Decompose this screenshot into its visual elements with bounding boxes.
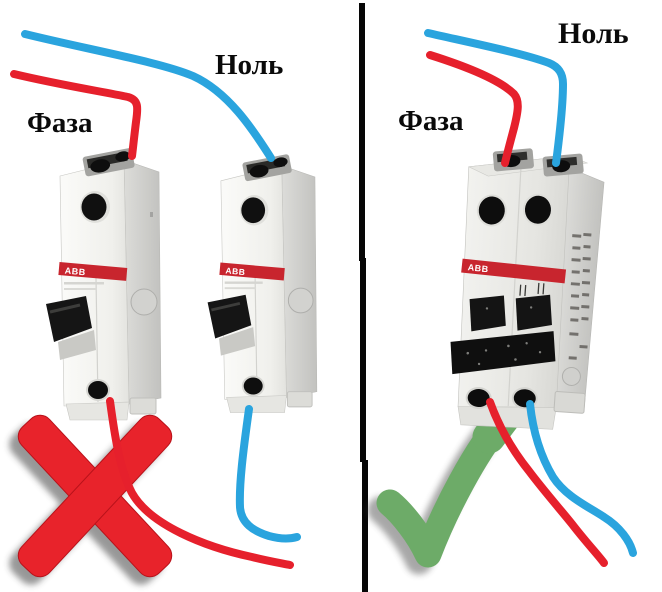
wrong-cross-bars [17, 414, 173, 578]
toggle-tie-bar [450, 331, 556, 375]
neutral-wire-in-left [21, 30, 275, 162]
breaker-double: ABB [450, 148, 605, 430]
label-neutral-right: Ноль [558, 17, 629, 50]
brand-label: ABB [225, 265, 246, 277]
phase-wire-in-left [10, 70, 142, 160]
brand-band: ABB [461, 258, 567, 284]
din-clip [129, 397, 157, 415]
brand-label: ABB [467, 262, 489, 274]
top-terminal [242, 154, 292, 182]
divider-segment [359, 3, 365, 261]
terminal-screw [115, 151, 131, 162]
phase-wire-out-left [106, 397, 294, 569]
label-phase-left: Фаза [27, 107, 93, 139]
breaker-side-panel [123, 159, 162, 405]
top-terminal-left [492, 148, 534, 172]
bottom-cap [65, 401, 130, 421]
brand-label: ABB [64, 266, 86, 278]
toggle-lever-left [469, 295, 506, 332]
toggle-lever-right [515, 294, 552, 331]
mounting-hole [241, 197, 266, 224]
face-seam [254, 277, 258, 396]
divider-segment [362, 460, 368, 592]
neutral-wire-out-right [526, 400, 637, 557]
din-clip [286, 391, 313, 408]
toggle-base [58, 330, 96, 360]
neutral-wire-out-left [235, 405, 301, 543]
top-terminal-right [542, 153, 584, 177]
terminal-screw [90, 159, 111, 173]
mounting-hole [478, 196, 505, 225]
spec-line [224, 287, 257, 290]
side-mark [150, 212, 153, 217]
toggle-base [219, 327, 256, 356]
mounting-hole [81, 193, 107, 221]
breaker-side-panel [281, 165, 318, 398]
bottom-hole [88, 381, 108, 399]
bottom-hole [243, 377, 263, 395]
side-knockout [561, 366, 581, 386]
toggle-speckles [466, 306, 542, 366]
bottom-cap [226, 395, 287, 413]
correct-check-icon [367, 399, 522, 575]
phase-wire-out-right [486, 398, 608, 567]
divider-line [359, 3, 368, 592]
divider-segment [360, 258, 366, 462]
phase-wire-in-right [426, 51, 522, 167]
side-label-text [568, 232, 592, 360]
label-phase-right: Фаза [398, 105, 464, 137]
toggle-highlight [211, 301, 241, 312]
brand-band: ABB [58, 262, 128, 281]
wrong-cross-icon [9, 414, 173, 585]
toggle-lever [46, 296, 92, 342]
brand-band: ABB [219, 262, 285, 281]
spec-line [64, 282, 104, 285]
top-terminal [82, 148, 135, 177]
spec-line [64, 288, 97, 290]
neutral-wire-in-right [424, 29, 568, 167]
side-knockout [287, 287, 314, 314]
toggle-lever [207, 294, 252, 339]
terminal-screw [273, 157, 288, 168]
side-knockout [130, 288, 158, 316]
bottom-hole [467, 389, 490, 408]
label-neutral-left: Ноль [215, 49, 283, 81]
mounting-hole [524, 195, 551, 224]
din-clip [553, 390, 586, 414]
toggle-highlight [49, 303, 81, 314]
terminal-screw [249, 164, 269, 178]
breaker-single-2: ABB [207, 154, 318, 413]
breaker-single-1: ABB [46, 148, 162, 421]
spec-line [224, 281, 263, 284]
